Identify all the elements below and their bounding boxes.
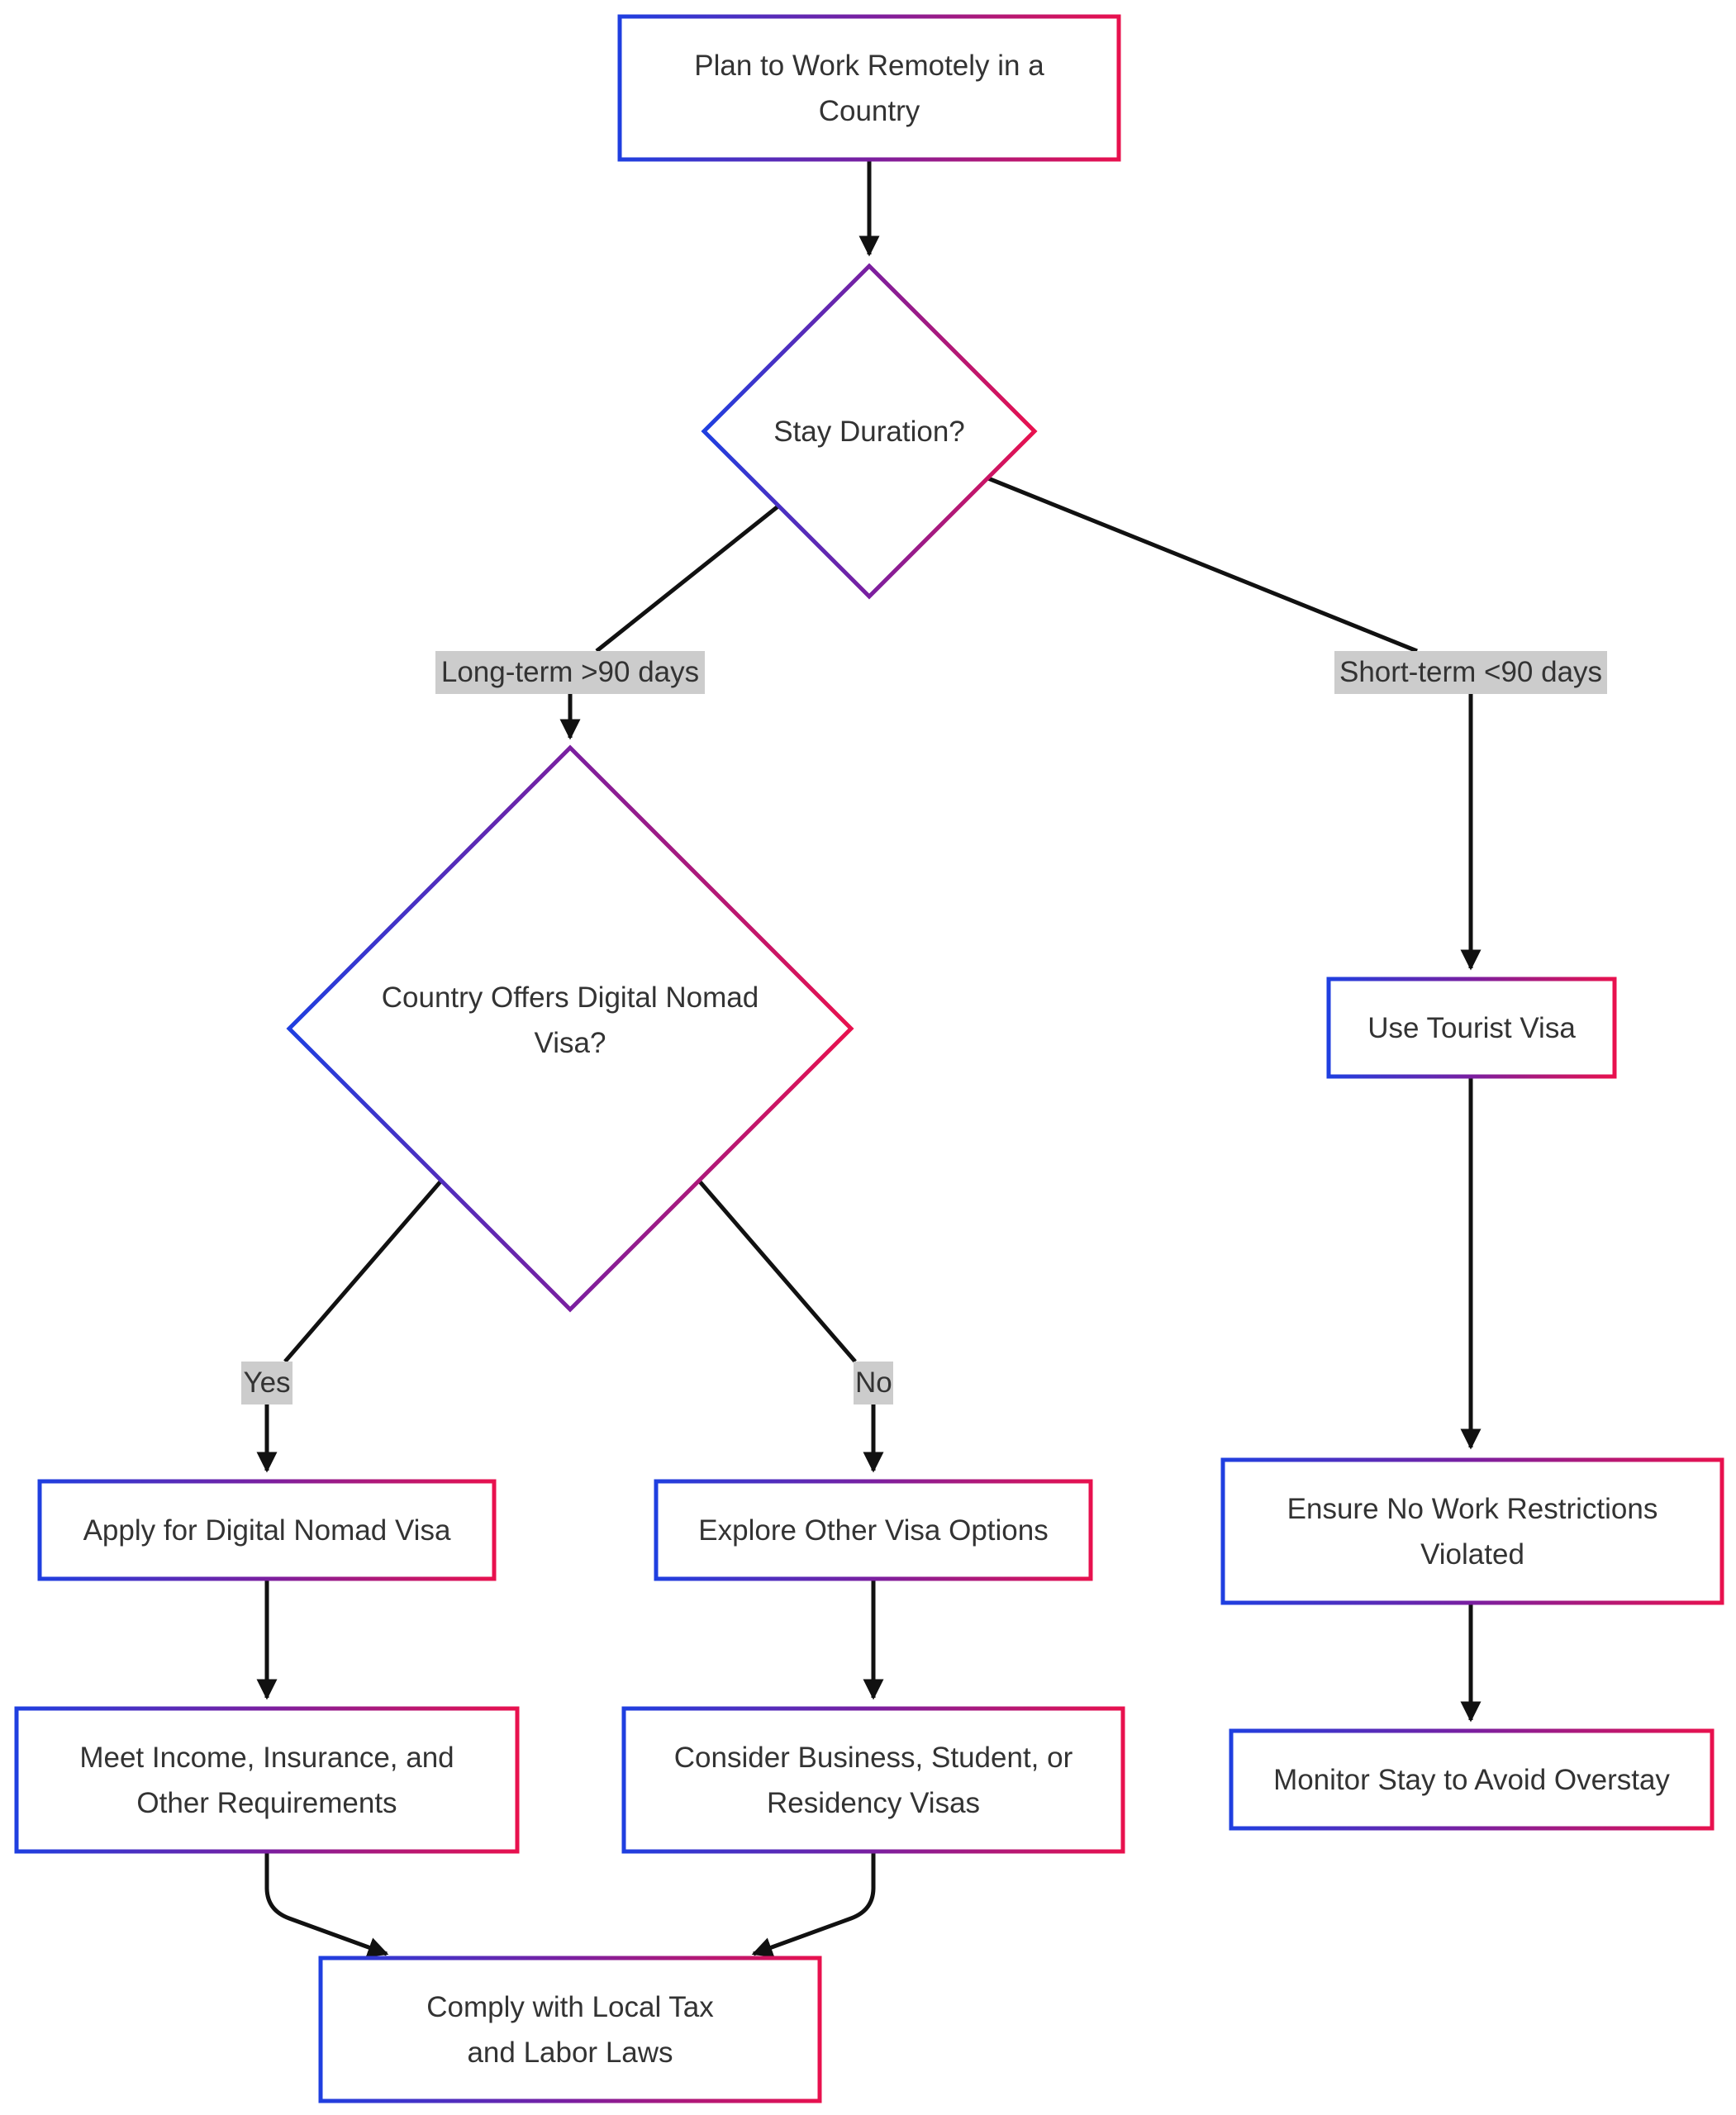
node-explore-other: Explore Other Visa Options xyxy=(656,1481,1091,1579)
edge-consider-to-comply xyxy=(751,1851,876,1958)
edge-label-long-term: Long-term >90 days xyxy=(435,651,705,694)
node-stay-duration: Stay Duration? xyxy=(745,390,993,473)
edge-stay-to-shortterm xyxy=(987,476,1418,654)
edge-stay-to-longterm xyxy=(595,503,782,653)
node-apply-dnv-box xyxy=(37,1479,497,1581)
node-digital-nomad-question: Country Offers Digital Nomad Visa? xyxy=(355,958,785,1082)
node-consider-visas: Consider Business, Student, or Residency… xyxy=(624,1709,1123,1851)
node-meet-requirements-text: Meet Income, Insurance, and Other Requir… xyxy=(79,1741,454,1819)
node-monitor-stay: Monitor Stay to Avoid Overstay xyxy=(1231,1731,1712,1828)
edge-meet-to-comply xyxy=(264,1851,389,1958)
node-apply-dnv-text: Apply for Digital Nomad Visa xyxy=(83,1514,451,1547)
node-monitor-stay-box xyxy=(1229,1728,1715,1831)
node-start-box xyxy=(617,14,1121,162)
node-apply-dnv: Apply for Digital Nomad Visa xyxy=(40,1481,494,1579)
node-comply: Comply with Local Tax and Labor Laws xyxy=(321,1958,820,2101)
node-tourist-visa-box xyxy=(1326,977,1617,1079)
node-explore-other-box xyxy=(654,1479,1093,1581)
node-stay-duration-text: Stay Duration? xyxy=(773,415,965,448)
edge-question-to-no xyxy=(697,1178,857,1363)
node-consider-visas-box xyxy=(621,1706,1125,1854)
node-explore-other-text: Explore Other Visa Options xyxy=(698,1514,1049,1547)
node-tourist-visa: Use Tourist Visa xyxy=(1329,979,1615,1077)
node-digital-nomad-diamond xyxy=(286,744,854,1313)
node-start: Plan to Work Remotely in a Country xyxy=(620,17,1119,159)
edge-label-short-term: Short-term <90 days xyxy=(1334,651,1607,694)
node-start-text: Plan to Work Remotely in a Country xyxy=(694,49,1044,127)
node-stay-duration-diamond xyxy=(701,263,1038,600)
node-ensure-no-work: Ensure No Work Restrictions Violated xyxy=(1223,1460,1722,1603)
node-meet-requirements: Meet Income, Insurance, and Other Requir… xyxy=(17,1709,517,1851)
node-consider-visas-text: Consider Business, Student, or Residency… xyxy=(673,1741,1073,1819)
node-digital-nomad-question-text: Country Offers Digital Nomad Visa? xyxy=(381,981,759,1059)
node-ensure-no-work-box xyxy=(1220,1457,1724,1605)
node-ensure-no-work-text: Ensure No Work Restrictions Violated xyxy=(1287,1492,1658,1571)
node-comply-text: Comply with Local Tax and Labor Laws xyxy=(426,1990,714,2069)
node-comply-box xyxy=(318,1956,822,2103)
edge-label-yes: Yes xyxy=(241,1362,293,1404)
node-monitor-stay-text: Monitor Stay to Avoid Overstay xyxy=(1273,1763,1670,1796)
node-tourist-visa-text: Use Tourist Visa xyxy=(1367,1011,1576,1044)
edge-label-no: No xyxy=(854,1362,893,1404)
node-meet-requirements-box xyxy=(14,1706,520,1854)
edge-question-to-yes xyxy=(283,1178,444,1363)
